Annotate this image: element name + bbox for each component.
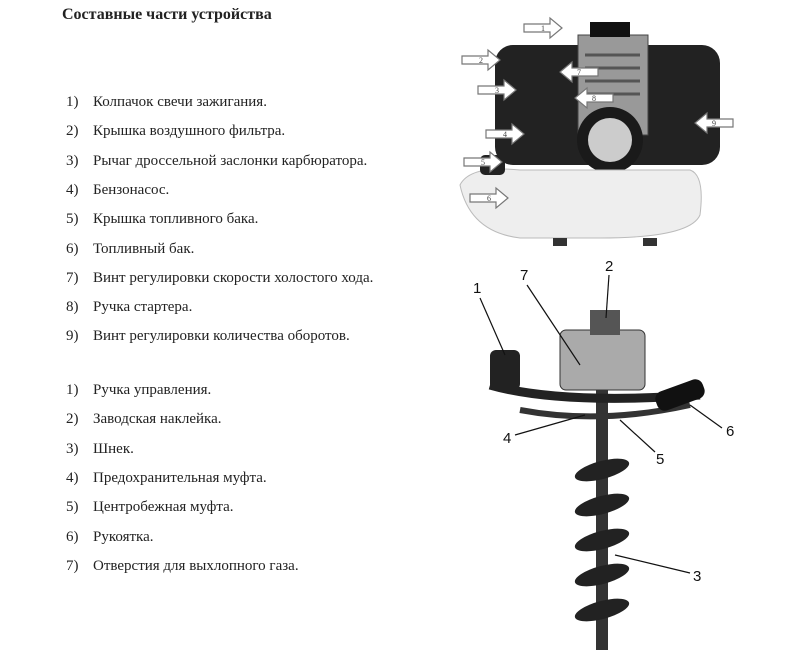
item-label: Винт регулировки скорости холостого хода…: [93, 269, 374, 286]
item-number: 1): [66, 94, 79, 110]
auger-flight: [574, 563, 630, 587]
item-label: Бензонасос.: [93, 181, 170, 198]
list-item: 3) Рычаг дроссельной заслонки карбюратора…: [66, 153, 367, 170]
list-item: 4) Предохранительная муфта.: [66, 470, 267, 487]
list-item: 1) Ручка управления.: [66, 382, 211, 399]
item-number: 3): [66, 440, 79, 457]
item-label: Топливный бак.: [93, 240, 195, 257]
engine-image: [459, 22, 720, 246]
item-label: Шнек.: [93, 440, 134, 457]
auger-callout-7: 7: [520, 267, 529, 284]
list-item: 4) Бензонасос.: [66, 182, 169, 199]
list-item: 9) Винт регулировки количества оборотов.: [66, 328, 350, 345]
auger-flight: [574, 493, 630, 517]
callout-arrow: [477, 78, 517, 102]
callout-arrow: [559, 60, 599, 84]
list-item: 7) Винт регулировки скорости холостого хо…: [66, 270, 373, 287]
auger-flight: [574, 458, 630, 482]
item-label: Винт регулировки количества оборотов.: [93, 328, 350, 345]
callout-arrow: [461, 48, 501, 72]
item-label: Колпачок свечи зажигания.: [93, 94, 267, 110]
callout-arrow: [574, 86, 614, 110]
callout-arrow: [694, 111, 734, 135]
engine-callout-label: 4: [503, 130, 507, 139]
page-title: Составные части устройства: [62, 6, 272, 23]
item-label: Ручка стартера.: [93, 299, 193, 316]
list-item: 8) Ручка стартера.: [66, 299, 192, 316]
item-number: 6): [66, 528, 79, 545]
item-number: 3): [66, 152, 79, 169]
list-item: 2) Заводская наклейка.: [66, 411, 222, 428]
callout-arrow: [485, 122, 525, 146]
engine-callout-label: 7: [577, 68, 581, 77]
auger-flight: [574, 598, 630, 622]
item-number: 2): [66, 411, 79, 428]
item-number: 2): [66, 123, 79, 140]
item-number: 7): [66, 557, 79, 574]
engine-callout-label: 2: [479, 56, 483, 65]
auger-callout-5: 5: [656, 451, 665, 468]
item-number: 6): [66, 240, 79, 257]
item-number: 5): [66, 499, 79, 516]
list-item: 1) Колпачок свечи зажигания.: [66, 94, 267, 111]
engine-callout-label: 6: [487, 194, 491, 203]
item-number: 8): [66, 299, 79, 316]
engine-callout-label: 1: [541, 24, 545, 33]
item-number: 9): [66, 328, 79, 345]
list-item: 6) Топливный бак.: [66, 241, 194, 258]
item-label: Предохранительная муфта.: [93, 469, 267, 486]
item-label: Крышка воздушного фильтра.: [93, 123, 286, 140]
auger-callout-3: 3: [693, 568, 702, 585]
item-number: 1): [66, 382, 79, 398]
callout-arrow: [523, 16, 563, 40]
list-item: 6) Рукоятка.: [66, 529, 154, 546]
engine-callout-label: 5: [481, 158, 485, 167]
auger-flight: [574, 528, 630, 552]
auger-callout-6: 6: [726, 423, 735, 440]
list-item: 5) Крышка топливного бака.: [66, 211, 258, 228]
item-label: Ручка управления.: [93, 382, 212, 398]
list-item: 7) Отверстия для выхлопного газа.: [66, 558, 299, 575]
auger-callout-4: 4: [503, 430, 512, 447]
item-label: Заводская наклейка.: [93, 411, 222, 428]
item-label: Рычаг дроссельной заслонки карбюратора.: [93, 152, 368, 169]
list-item: 3) Шнек.: [66, 441, 134, 458]
list-item: 5) Центробежная муфта.: [66, 499, 234, 516]
list-item: 2) Крышка воздушного фильтра.: [66, 123, 285, 140]
callout-arrow: [463, 150, 503, 174]
auger-callout-1: 1: [473, 280, 482, 297]
item-number: 5): [66, 211, 79, 228]
callout-arrows: 1 2 3 4 5 6 7 8 9: [461, 16, 734, 210]
item-number: 4): [66, 181, 79, 198]
auger-callout-2: 2: [605, 258, 614, 275]
auger-image: [479, 274, 723, 650]
item-number: 7): [66, 269, 79, 286]
engine-callout-label: 3: [495, 86, 499, 95]
item-number: 4): [66, 469, 79, 486]
engine-callout-label: 8: [592, 94, 596, 103]
item-label: Отверстия для выхлопного газа.: [93, 557, 299, 574]
engine-callout-label: 9: [712, 119, 716, 128]
callout-arrow: [469, 186, 509, 210]
item-label: Центробежная муфта.: [93, 499, 234, 516]
item-label: Крышка топливного бака.: [93, 211, 259, 228]
item-label: Рукоятка.: [93, 528, 154, 545]
